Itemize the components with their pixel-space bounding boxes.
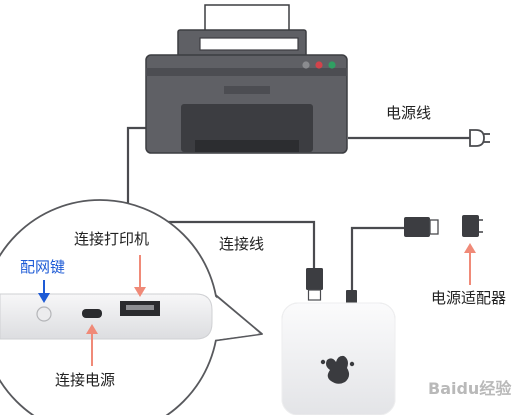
adapter-cable <box>350 226 422 290</box>
power-adapter-arrow <box>464 243 476 285</box>
connect-printer-arrow <box>134 255 146 297</box>
config-key-button <box>36 306 52 322</box>
printer-icon <box>145 4 348 154</box>
power-port <box>82 309 102 318</box>
connect-cable-label: 连接线 <box>219 235 265 253</box>
connect-power-arrow <box>86 324 98 366</box>
power-adapter-label: 电源适配器 <box>431 289 507 307</box>
config-key-arrow <box>38 280 50 303</box>
power-adapter-icon <box>462 215 483 237</box>
box-power-plug <box>346 290 357 304</box>
power-plug-icon <box>469 129 490 147</box>
power-cable-label: 电源线 <box>386 104 432 122</box>
connect-printer-label: 连接打印机 <box>74 230 150 248</box>
watermark-text: Baidu经验 <box>428 379 512 398</box>
usb-plug-icon <box>404 217 439 237</box>
baidu-paw-icon <box>320 355 355 384</box>
connect-power-label: 连接电源 <box>55 371 116 389</box>
box-usb-plug <box>306 268 323 301</box>
config-network-key-label: 配网键 <box>20 258 66 276</box>
zoomed-device <box>0 293 213 340</box>
